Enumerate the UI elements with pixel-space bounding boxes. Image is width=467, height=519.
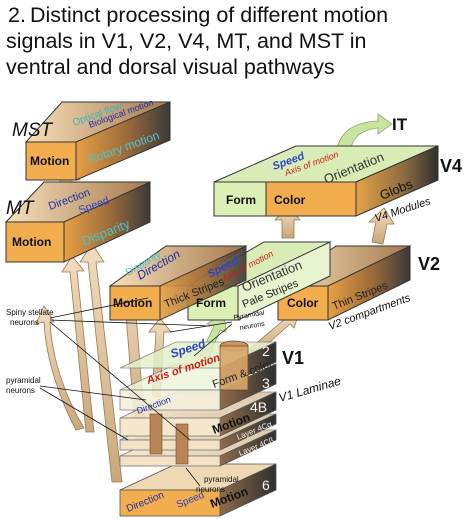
- pyr-bottom-pointer: [185, 467, 201, 487]
- mt-box-front: [5, 221, 65, 263]
- heading-line-1: 2.Distinct processing of different motio…: [6, 2, 464, 28]
- spiny-pointer-1: [49, 297, 149, 319]
- v2-thick-front: [109, 285, 161, 321]
- spiny-pointer-2: [49, 319, 211, 327]
- pyr-left-pointer-2: [39, 387, 129, 441]
- mst-front-label: Motion: [30, 154, 69, 168]
- heading-line-2: signals in V1, V2, V4, MT, and MST in: [6, 29, 367, 53]
- v1-area: V1 V1 Laminae 2 3 4B Layer 4Cα Layer 4Cβ…: [119, 336, 343, 517]
- v1-layer6-label: 6: [262, 477, 270, 493]
- pyr-left-label-1: pyramidal: [6, 376, 41, 385]
- arrow-left-long: [35, 305, 85, 431]
- mst-box-front: [25, 141, 77, 181]
- arrow-v2-to-v4-right: [367, 207, 395, 245]
- v4-area-label: V4: [440, 156, 462, 176]
- v4-front-form-label: Form: [226, 193, 256, 207]
- v1-caption: V1 Laminae: [277, 374, 343, 405]
- pyr-mid-pointer-1: [169, 321, 233, 333]
- v1-area-label: V1: [282, 348, 304, 368]
- v4-front-color-label: Color: [274, 193, 306, 207]
- v2-area-label: V2: [418, 254, 440, 274]
- v1-layer2-label: 2: [262, 343, 270, 359]
- pyr-mid-pointer-2: [193, 323, 233, 357]
- v1-layer4ca-front: [119, 439, 221, 451]
- v2-area: V2 Motion Thick Stripes Disparity Direct…: [108, 241, 440, 333]
- spiny-label-2: neurons: [10, 318, 39, 327]
- pyr-left-pointer-1: [39, 385, 147, 401]
- v1-pillar-mid: [175, 423, 189, 465]
- spiny-label-1: Spiny stellate: [6, 308, 54, 317]
- arrow-v4-to-it: [335, 113, 393, 153]
- arrow-v1-to-mt-1: [61, 255, 95, 433]
- pyr-bottom-label-1: pyramidal: [204, 475, 239, 484]
- pyr-left-label-2: neurons: [6, 386, 35, 395]
- v1-layer4cb-front: [119, 455, 221, 467]
- v4-box-front-color: [265, 181, 357, 217]
- heading-line-1-text: Distinct processing of different motion: [29, 3, 389, 27]
- v4-box-front-form: [213, 181, 267, 217]
- v4-area: V4 IT Form Color Speed Axis of motion Or…: [213, 115, 462, 225]
- pyr-mid-label-2: neurons: [239, 321, 266, 332]
- v2-thin-front-label: Color: [287, 296, 319, 310]
- mt-area-label: MT: [6, 198, 35, 219]
- v1-layer4b-front: [119, 417, 221, 437]
- mst-area-label: MST: [12, 120, 54, 141]
- v2-pale-front-label: Form: [196, 296, 226, 310]
- v1-pillar-left: [149, 413, 163, 455]
- v1-layer6-front: [119, 489, 221, 517]
- heading-line-3: ventral and dorsal visual pathways: [6, 55, 335, 79]
- v1-layer3-front: [119, 389, 221, 411]
- pyr-bottom-label-2: neurons: [196, 485, 225, 494]
- v1-blob-column: [219, 345, 249, 391]
- arrow-v1-to-mt-2: [79, 243, 123, 483]
- mst-area: MST Motion Optical flow Biological motio…: [12, 97, 172, 181]
- mt-area: MT Motion Direction Speed Disparity: [4, 181, 152, 263]
- v1-layer3-label: 3: [262, 375, 270, 391]
- mt-front-label: Motion: [12, 235, 51, 249]
- it-area-label: IT: [392, 115, 408, 134]
- v1-layer4b-label: 4B: [250, 399, 267, 415]
- heading-number: 2.: [8, 3, 26, 27]
- spiny-pointer-3: [49, 321, 191, 441]
- slide-heading: 2.Distinct processing of different motio…: [6, 2, 464, 80]
